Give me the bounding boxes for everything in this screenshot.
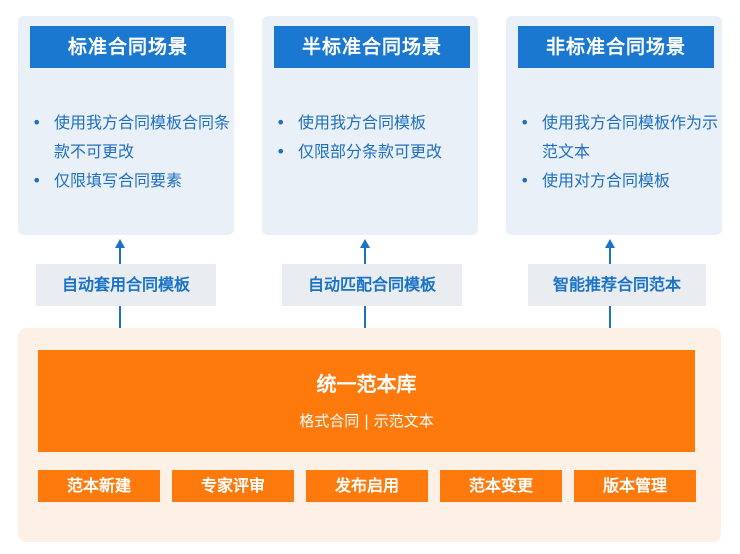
function-template-create: 范本新建 — [38, 470, 160, 502]
scenario-bullets-standard: 使用我方合同模板合同条款不可更改 仅限填写合同要素 — [28, 108, 230, 195]
connector-label-smart-recommend: 智能推荐合同范本 — [528, 264, 706, 306]
scenario-bullets-non-standard: 使用我方合同模板作为示范文本 使用对方合同模板 — [516, 108, 718, 195]
scenario-card-non-standard: 非标准合同场景 使用我方合同模板作为示范文本 使用对方合同模板 — [506, 16, 722, 235]
scenario-card-standard: 标准合同场景 使用我方合同模板合同条款不可更改 仅限填写合同要素 — [18, 16, 234, 235]
template-library-panel: 统一范本库 格式合同 | 示范文本 范本新建 专家评审 发布启用 范本变更 版本… — [18, 328, 721, 542]
scenario-bullet: 使用我方合同模板合同条款不可更改 — [28, 108, 230, 166]
scenario-bullet: 使用对方合同模板 — [516, 166, 718, 195]
template-library-header: 统一范本库 格式合同 | 示范文本 — [38, 350, 695, 452]
scenario-title-semi-standard: 半标准合同场景 — [274, 26, 470, 68]
scenario-title-non-standard: 非标准合同场景 — [518, 26, 714, 68]
scenario-title-standard: 标准合同场景 — [30, 26, 226, 68]
function-template-change: 范本变更 — [440, 470, 562, 502]
scenario-card-semi-standard: 半标准合同场景 使用我方合同模板 仅限部分条款可更改 — [262, 16, 478, 235]
scenario-bullet: 仅限填写合同要素 — [28, 166, 230, 195]
scenario-bullet: 仅限部分条款可更改 — [272, 137, 474, 166]
scenario-bullet: 使用我方合同模板 — [272, 108, 474, 137]
connector-label-auto-apply: 自动套用合同模板 — [36, 264, 216, 306]
template-library-subtitle: 格式合同 | 示范文本 — [299, 412, 434, 430]
scenario-bullet: 使用我方合同模板作为示范文本 — [516, 108, 718, 166]
function-version-management: 版本管理 — [574, 470, 696, 502]
template-library-title: 统一范本库 — [316, 372, 417, 396]
function-expert-review: 专家评审 — [172, 470, 294, 502]
scenario-bullets-semi-standard: 使用我方合同模板 仅限部分条款可更改 — [272, 108, 474, 166]
connector-label-auto-match: 自动匹配合同模板 — [282, 264, 462, 306]
function-publish-enable: 发布启用 — [306, 470, 428, 502]
